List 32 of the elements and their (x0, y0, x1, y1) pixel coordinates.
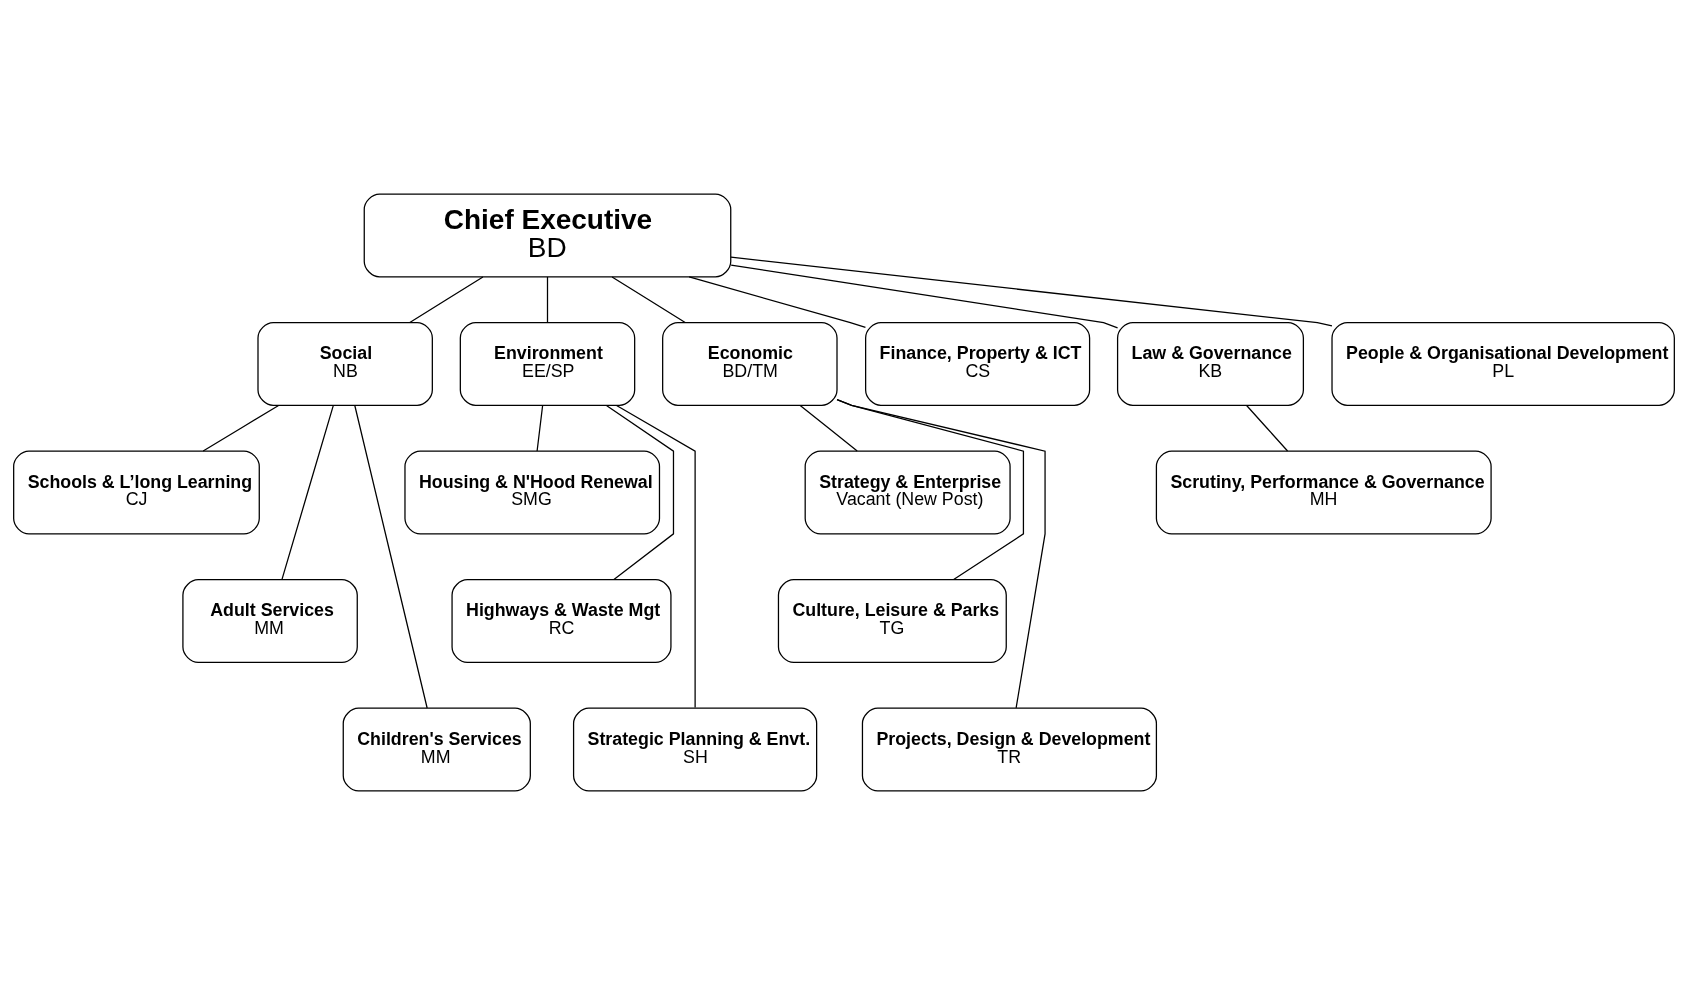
node-box: Chief Executive BD (363, 193, 732, 278)
node-box: Culture, Leisure & Parks TG (777, 579, 1007, 663)
connector (546, 276, 549, 324)
connector (1246, 404, 1289, 452)
connector (799, 404, 858, 452)
node-box: Children's Services MM (342, 707, 531, 792)
connector (202, 404, 280, 452)
node-box: Economic BD/TM (662, 322, 838, 406)
connector (730, 264, 1119, 329)
connector (536, 404, 544, 452)
node-box: Law & Governance KB (1116, 322, 1305, 406)
connector (605, 404, 675, 581)
node-box: Scrutiny, Performance & Governance MH (1155, 450, 1492, 535)
node-box: Social NB (257, 322, 433, 406)
node-box: Finance, Property & ICT CS (865, 322, 1091, 406)
node-box: Strategic Planning & Envt. SH (572, 707, 818, 792)
connector (354, 404, 428, 709)
connector (836, 398, 1046, 709)
node-box: Housing & N'Hood Renewal SMG (404, 450, 661, 535)
node-box: Highways & Waste Mgt RC (451, 579, 672, 663)
connector (611, 276, 686, 324)
node-box: Strategy & Enterprise Vacant (New Post) (804, 450, 1011, 535)
node-box: Adult Services MM (182, 579, 358, 663)
connector (730, 256, 1333, 327)
connector (281, 404, 334, 581)
node-box: People & Organisational Development PL (1331, 322, 1675, 406)
connector (688, 276, 867, 328)
connector (409, 276, 484, 324)
connector (615, 404, 696, 709)
node-box: Projects, Design & Development TR (861, 707, 1158, 792)
node-box: Environment EE/SP (459, 322, 636, 406)
node-box: Schools & L’long Learning CJ (13, 450, 260, 535)
